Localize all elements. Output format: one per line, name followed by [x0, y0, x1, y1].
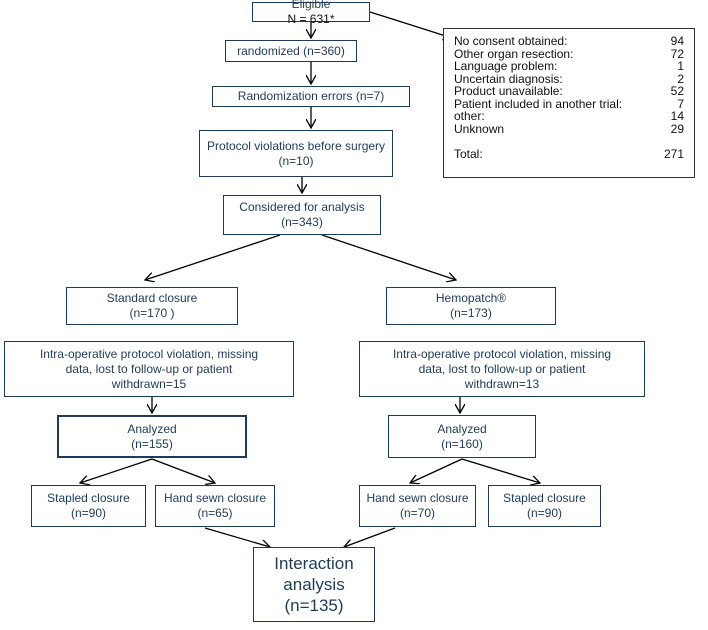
left-violation-line1: Intra-operative protocol violation, miss… — [39, 346, 259, 361]
considered-line1: Considered for analysis — [239, 200, 365, 214]
right-analyzed-box: Analyzed (n=160) — [388, 415, 536, 458]
exclusion-label: Language problem: — [454, 59, 558, 73]
interaction-line2: analysis — [283, 575, 345, 594]
left-violation-line3: withdrawn=15 — [111, 376, 187, 391]
left-analyzed-line1: Analyzed — [127, 421, 177, 436]
exclusions-box: No consent obtained: 94 Other organ resec… — [443, 28, 695, 178]
arrow-left-sub-b-interaction — [204, 527, 270, 547]
left-analyzed-box: Analyzed (n=155) — [57, 415, 247, 458]
protocol-violations-box: Protocol violations before surgery (n=10… — [199, 130, 393, 177]
randomization-errors-box: Randomization errors (n=7) — [212, 86, 410, 107]
left-analyzed-line2: (n=155) — [131, 436, 173, 451]
arrow-considered-left — [145, 234, 281, 280]
exclusion-value: 1 — [677, 59, 684, 73]
left-hand-sewn-closure-box: Hand sewn closure (n=65) — [155, 485, 275, 527]
exclusion-row: Unknown 29 — [454, 121, 684, 136]
exclusion-label: other: — [454, 109, 485, 123]
arrow-right-analyzed-sub-b — [461, 458, 540, 483]
exclusion-row: Language problem: 1 — [454, 60, 684, 73]
left-violation-box: Intra-operative protocol violation, miss… — [4, 341, 294, 397]
exclusion-label: Uncertain diagnosis: — [454, 71, 563, 86]
right-sub-a-line2: (n=70) — [399, 506, 436, 520]
protocol-violations-line1: Protocol violations before surgery — [206, 138, 386, 153]
exclusion-label: Patient included in another trial: — [454, 96, 623, 111]
exclusion-label: Product unavailable: — [454, 84, 563, 98]
right-analyzed-line2: (n=160) — [441, 436, 483, 451]
interaction-line1: Interaction — [274, 554, 354, 573]
standard-closure-line1: Standard closure — [106, 291, 198, 305]
right-stapled-closure-box: Stapled closure (n=90) — [488, 485, 601, 527]
eligible-box: Eligible N = 631* — [252, 0, 370, 26]
exclusion-row: Product unavailable: 52 — [454, 85, 684, 98]
left-sub-a-line1: Stapled closure — [47, 491, 130, 505]
randomization-errors-text: Randomization errors (n=7) — [237, 89, 385, 103]
considered-box: Considered for analysis (n=343) — [223, 195, 381, 235]
arrow-considered-right — [321, 234, 456, 280]
left-sub-b-line1: Hand sewn closure — [163, 491, 267, 505]
left-sub-a-line2: (n=90) — [70, 506, 107, 520]
left-violation-line2: data, lost to follow-up or patient — [65, 361, 233, 376]
right-sub-b-line2: (n=90) — [526, 506, 563, 520]
exclusion-label: Other organ resection: — [454, 46, 574, 61]
exclusion-row: No consent obtained: 94 — [454, 35, 684, 48]
left-stapled-closure-box: Stapled closure (n=90) — [31, 485, 146, 527]
eligible-value: N = 631* — [287, 12, 335, 26]
hemopatch-box: Hemopatch® (n=173) — [386, 287, 556, 325]
exclusion-value: 29 — [670, 121, 684, 136]
right-violation-box: Intra-operative protocol violation, miss… — [359, 341, 645, 397]
standard-closure-box: Standard closure (n=170 ) — [66, 287, 238, 325]
right-analyzed-line1: Analyzed — [437, 421, 487, 436]
eligible-prefix: Eligible — [291, 0, 331, 11]
exclusion-row: Uncertain diagnosis: 2 — [454, 71, 684, 86]
exclusion-label: No consent obtained: — [454, 34, 568, 48]
right-sub-a-line1: Hand sewn closure — [366, 491, 469, 505]
arrow-left-analyzed-sub-a — [80, 458, 153, 483]
arrow-eligible-exclusions — [369, 11, 452, 38]
right-sub-b-line1: Stapled closure — [503, 491, 586, 505]
exclusion-value: 7 — [677, 96, 684, 111]
randomized-text: randomized (n=360) — [237, 43, 345, 58]
left-sub-b-line2: (n=65) — [197, 506, 233, 520]
right-violation-line1: Intra-operative protocol violation, miss… — [392, 346, 612, 361]
protocol-violations-line2: (n=10) — [278, 153, 314, 168]
exclusion-value: 14 — [670, 109, 684, 123]
exclusion-row: Other organ resection: 72 — [454, 46, 684, 61]
arrow-left-analyzed-sub-b — [151, 458, 215, 483]
right-violation-line2: data, lost to follow-up or patient — [418, 361, 586, 376]
right-violation-line3: withdrawn=13 — [464, 376, 540, 391]
exclusion-row: other: 14 — [454, 110, 684, 123]
exclusion-row: Patient included in another trial: 7 — [454, 96, 684, 111]
exclusion-total-row: Total: 271 — [454, 148, 684, 161]
exclusion-total-label: Total: — [454, 147, 483, 161]
exclusion-value: 52 — [670, 84, 684, 98]
arrow-right-analyzed-sub-a — [410, 458, 463, 483]
arrow-right-sub-a-interaction — [344, 527, 396, 547]
exclusion-value: 72 — [670, 46, 684, 61]
exclusion-value: 2 — [677, 71, 684, 86]
interaction-line3: (n=135) — [284, 596, 344, 615]
interaction-analysis-box: Interaction analysis (n=135) — [253, 547, 375, 622]
right-hand-sewn-closure-box: Hand sewn closure (n=70) — [359, 485, 476, 527]
hemopatch-line2: (n=173) — [450, 306, 492, 320]
exclusion-total-value: 271 — [663, 147, 684, 161]
hemopatch-line1: Hemopatch® — [435, 291, 507, 305]
exclusion-value: 94 — [670, 34, 684, 48]
standard-closure-line2: (n=170 ) — [129, 306, 175, 320]
randomized-box: randomized (n=360) — [225, 40, 357, 62]
considered-line2: (n=343) — [281, 215, 323, 229]
exclusion-label: Unknown — [454, 121, 505, 136]
